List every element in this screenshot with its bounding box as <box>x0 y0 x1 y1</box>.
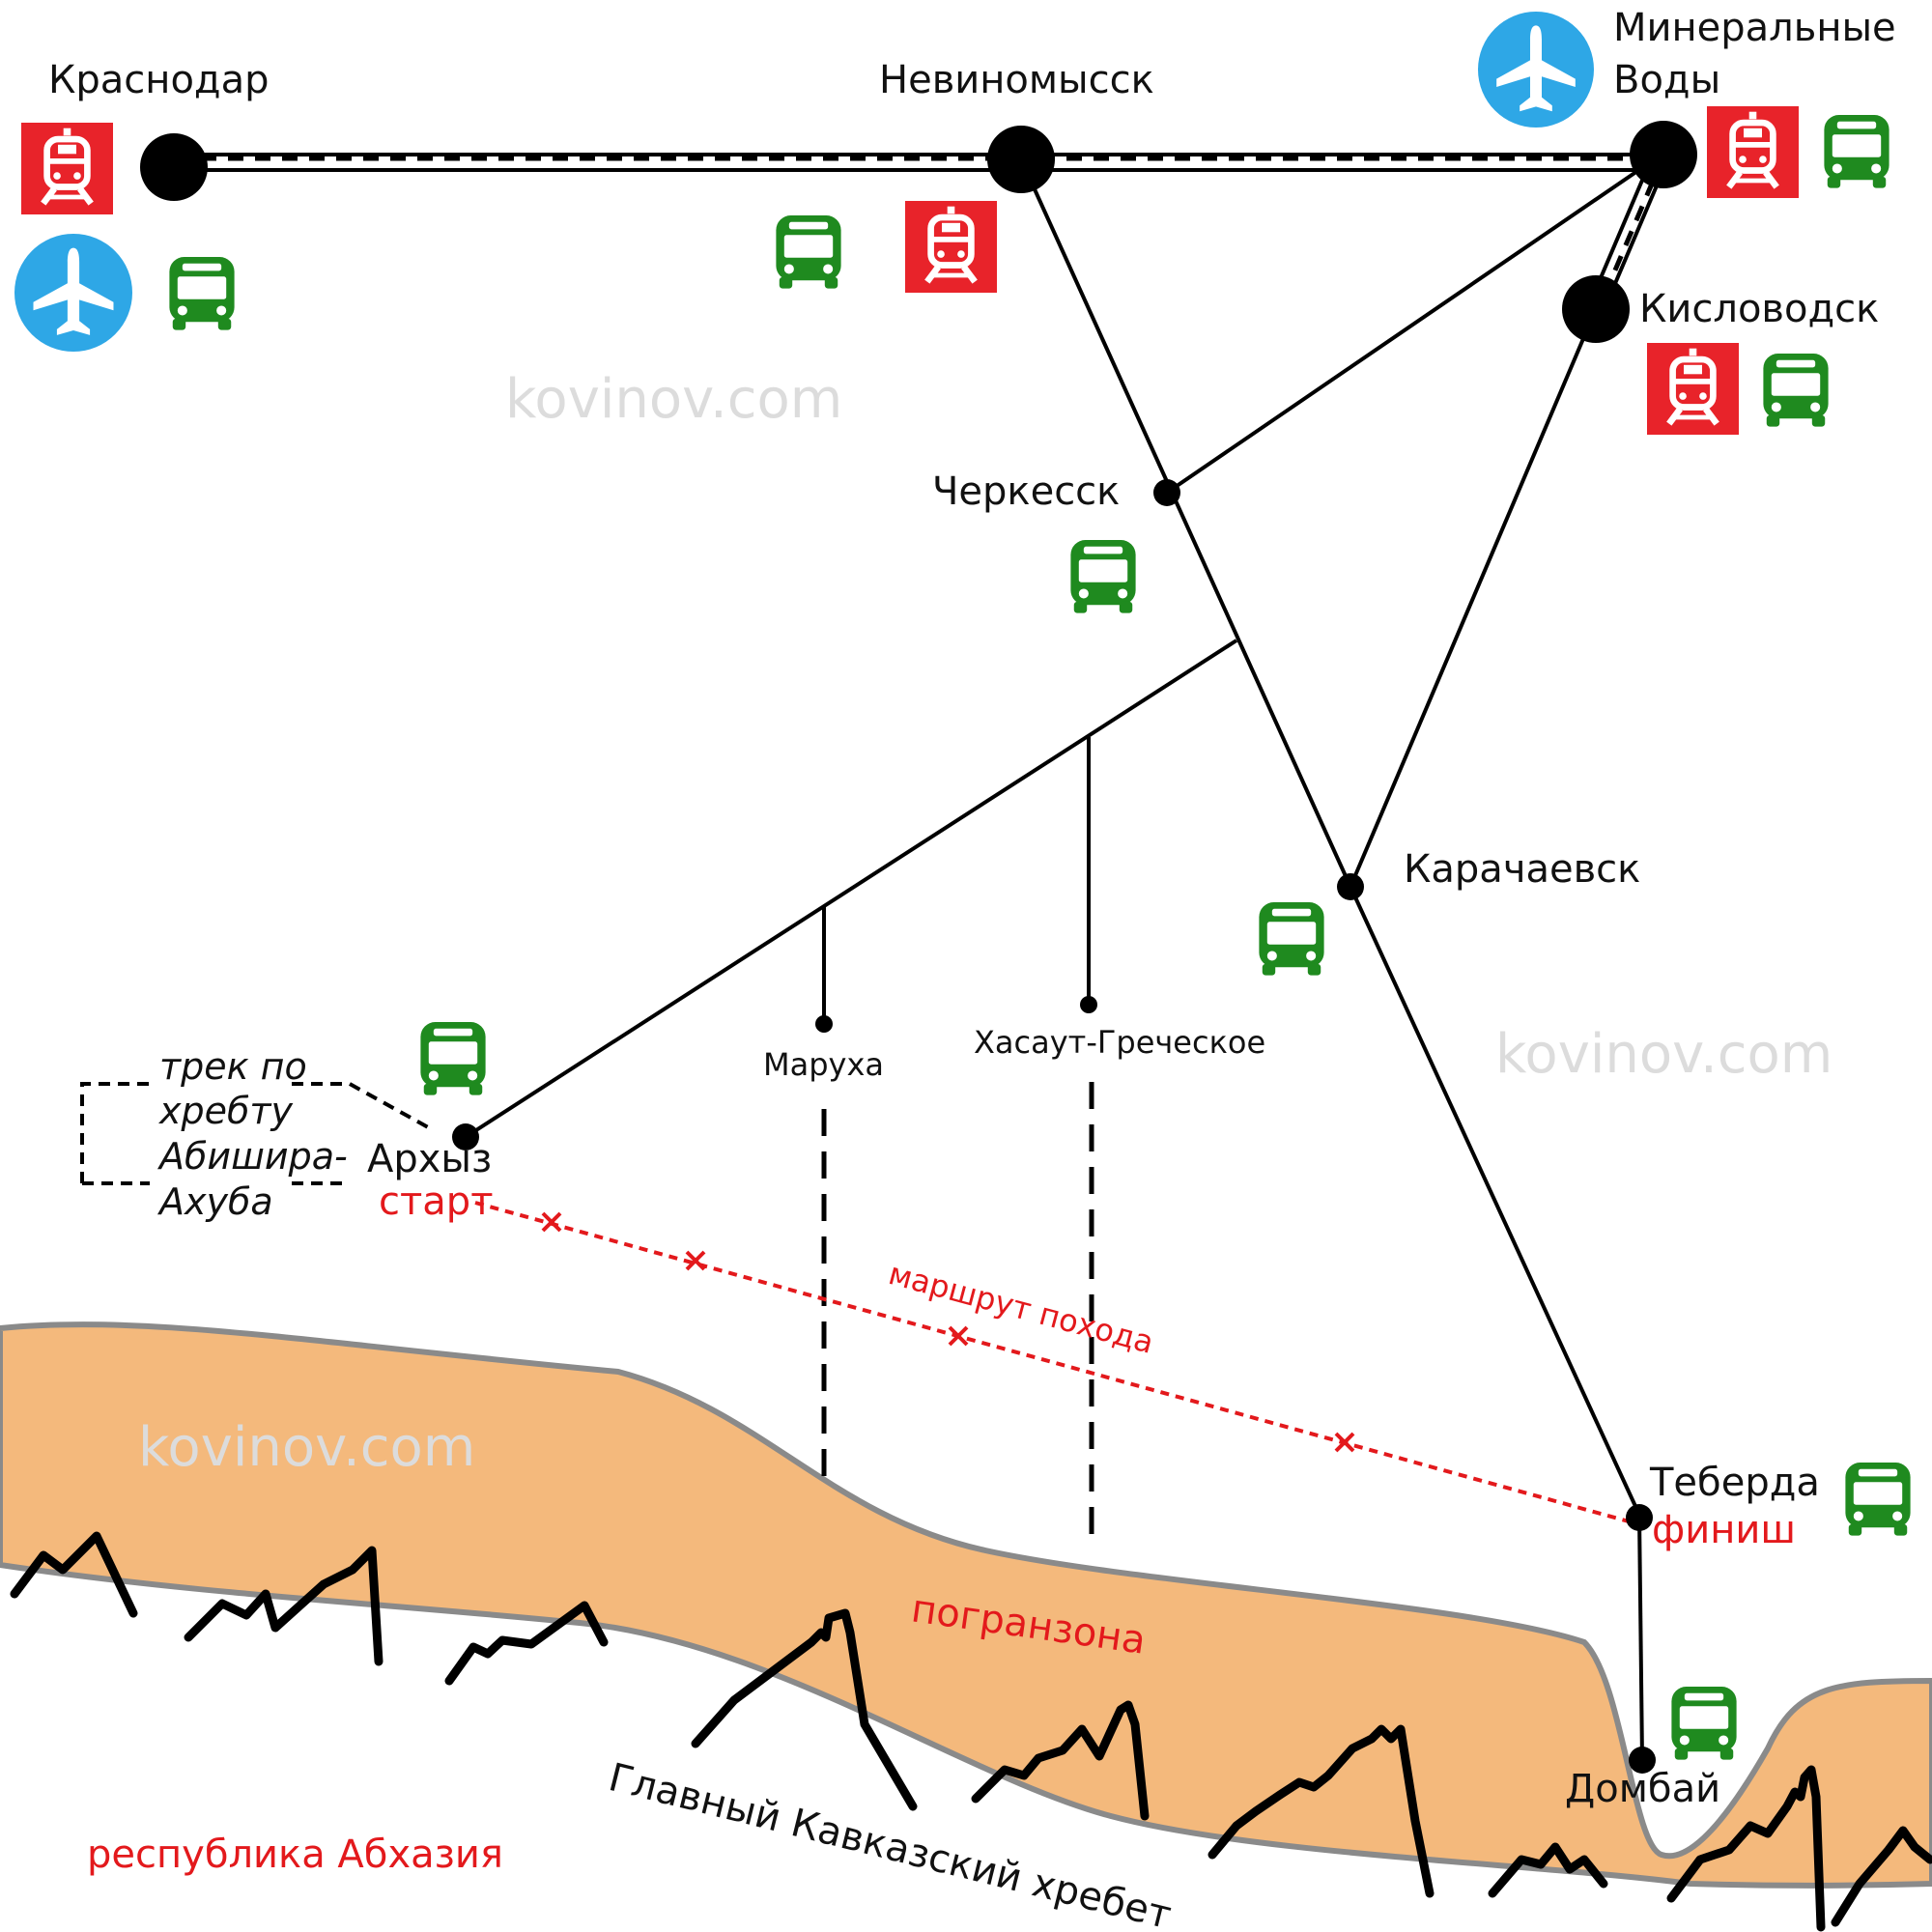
mountain-icon <box>691 1608 918 1811</box>
bus-icon <box>1816 110 1897 191</box>
bus-icon <box>412 1017 494 1098</box>
hike-route <box>474 1201 1640 1526</box>
airplane-icon <box>1478 12 1594 128</box>
mountain-icon <box>971 1700 1150 1821</box>
bus-icon <box>1755 349 1836 430</box>
track-line-2: хребту <box>158 1090 294 1132</box>
label-arkhyz: Архыз <box>367 1137 492 1181</box>
node-minvody[interactable] <box>1630 121 1697 188</box>
label-krasnodar: Краснодар <box>48 58 269 102</box>
label-start: старт <box>379 1179 494 1224</box>
mountain-icon <box>184 1546 384 1666</box>
node-kislovodsk[interactable] <box>1562 275 1630 343</box>
label-marukha: Маруха <box>763 1046 884 1083</box>
train-icon <box>905 201 997 293</box>
road-network <box>464 153 1663 1761</box>
bus-icon <box>1837 1458 1918 1539</box>
mountain-icon <box>10 1531 138 1618</box>
mountain-icon <box>1831 1826 1932 1927</box>
bus-icon <box>768 211 849 292</box>
label-teberda: Теберда <box>1649 1461 1820 1505</box>
node-karachaevsk[interactable] <box>1337 873 1364 900</box>
node-marukha[interactable] <box>815 1015 833 1033</box>
bus-icon <box>1251 897 1332 979</box>
label-cherkessk: Черкесск <box>932 469 1120 514</box>
train-icon <box>1707 106 1799 198</box>
main-railway <box>174 153 1662 172</box>
node-krasnodar[interactable] <box>140 133 208 201</box>
label-route: маршрут похода <box>885 1255 1157 1361</box>
mountain-icon <box>1488 1842 1608 1898</box>
node-dombay[interactable] <box>1629 1747 1656 1774</box>
label-finish: финиш <box>1652 1508 1796 1552</box>
border-zone-band <box>0 1321 1932 1889</box>
node-khasaut[interactable] <box>1080 996 1097 1013</box>
watermark-2: kovinov.com <box>1495 1023 1833 1086</box>
label-minvody-1: Минеральные <box>1613 6 1896 50</box>
label-minvody-2: Воды <box>1613 58 1720 102</box>
city-nodes <box>140 121 1697 1774</box>
mountain-icons <box>10 1531 1932 1932</box>
label-khasaut: Хасаут-Греческое <box>974 1024 1265 1061</box>
bus-icon <box>161 252 242 333</box>
node-cherkessk[interactable] <box>1153 479 1180 506</box>
label-karachaevsk: Карачаевск <box>1404 847 1640 892</box>
mountain-icon <box>1666 1765 1826 1932</box>
bus-icon <box>1663 1682 1745 1763</box>
label-kislovodsk: Кисловодск <box>1639 287 1879 331</box>
bus-icon <box>1063 535 1144 616</box>
label-dombay: Домбай <box>1565 1767 1720 1811</box>
mountain-icon <box>1208 1724 1435 1898</box>
track-line-1: трек по <box>159 1045 307 1088</box>
mountain-icon <box>444 1601 609 1686</box>
train-icon <box>1647 343 1739 435</box>
train-icon <box>21 123 113 214</box>
airplane-icon <box>14 234 132 352</box>
watermark-1: kovinov.com <box>505 368 842 431</box>
node-arkhyz[interactable] <box>452 1123 479 1151</box>
label-nevinnomyssk: Невиномысск <box>879 58 1154 102</box>
watermark-3: kovinov.com <box>138 1416 475 1479</box>
label-abkhazia: республика Абхазия <box>87 1833 503 1877</box>
track-line-4: Ахуба <box>156 1180 273 1223</box>
node-nevinnomyssk[interactable] <box>987 126 1055 193</box>
track-line-3: Абишира- <box>156 1135 348 1178</box>
node-teberda[interactable] <box>1626 1504 1653 1531</box>
